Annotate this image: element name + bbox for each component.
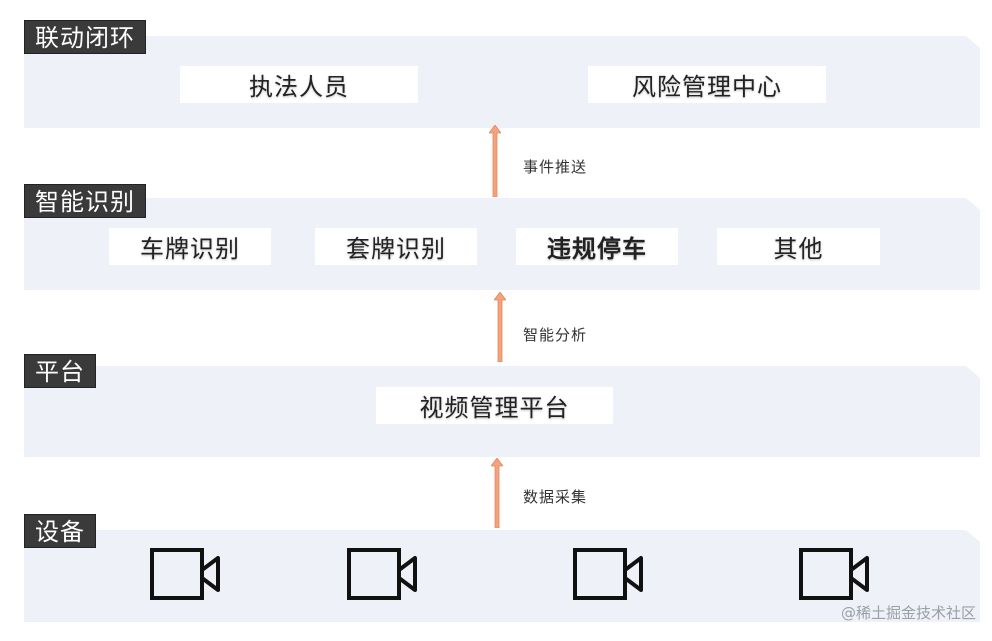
event-push-arrow [489, 125, 501, 197]
video-camera-icon [150, 548, 220, 600]
video-camera-icon [573, 548, 643, 600]
data-collection-arrow [491, 458, 503, 528]
closed-loop-band [24, 36, 980, 128]
video-management-platform-box: 视频管理平台 [376, 387, 613, 424]
smart-recognition-layer-label: 智能识别 [24, 184, 146, 218]
plate-recognition-box: 车牌识别 [109, 228, 271, 265]
platform-layer-label: 平台 [24, 354, 96, 388]
fake-plate-recognition-box: 套牌识别 [315, 228, 477, 265]
other-box: 其他 [717, 228, 880, 265]
smart-analysis-label: 智能分析 [523, 326, 588, 344]
devices-layer-label: 设备 [24, 514, 96, 548]
data-collection-label: 数据采集 [523, 488, 588, 506]
video-camera-icon [347, 548, 417, 600]
video-camera-icon [799, 548, 869, 600]
smart-analysis-arrow [494, 292, 506, 362]
watermark: @稀土掘金技术社区 [840, 604, 976, 622]
illegal-parking-box: 违规停车 [516, 228, 678, 265]
risk-management-center-box: 风险管理中心 [588, 66, 826, 103]
law-enforcement-box: 执法人员 [180, 66, 418, 103]
event-push-label: 事件推送 [523, 158, 588, 176]
closed-loop-layer-label: 联动闭环 [24, 20, 146, 54]
devices-band [24, 530, 980, 622]
